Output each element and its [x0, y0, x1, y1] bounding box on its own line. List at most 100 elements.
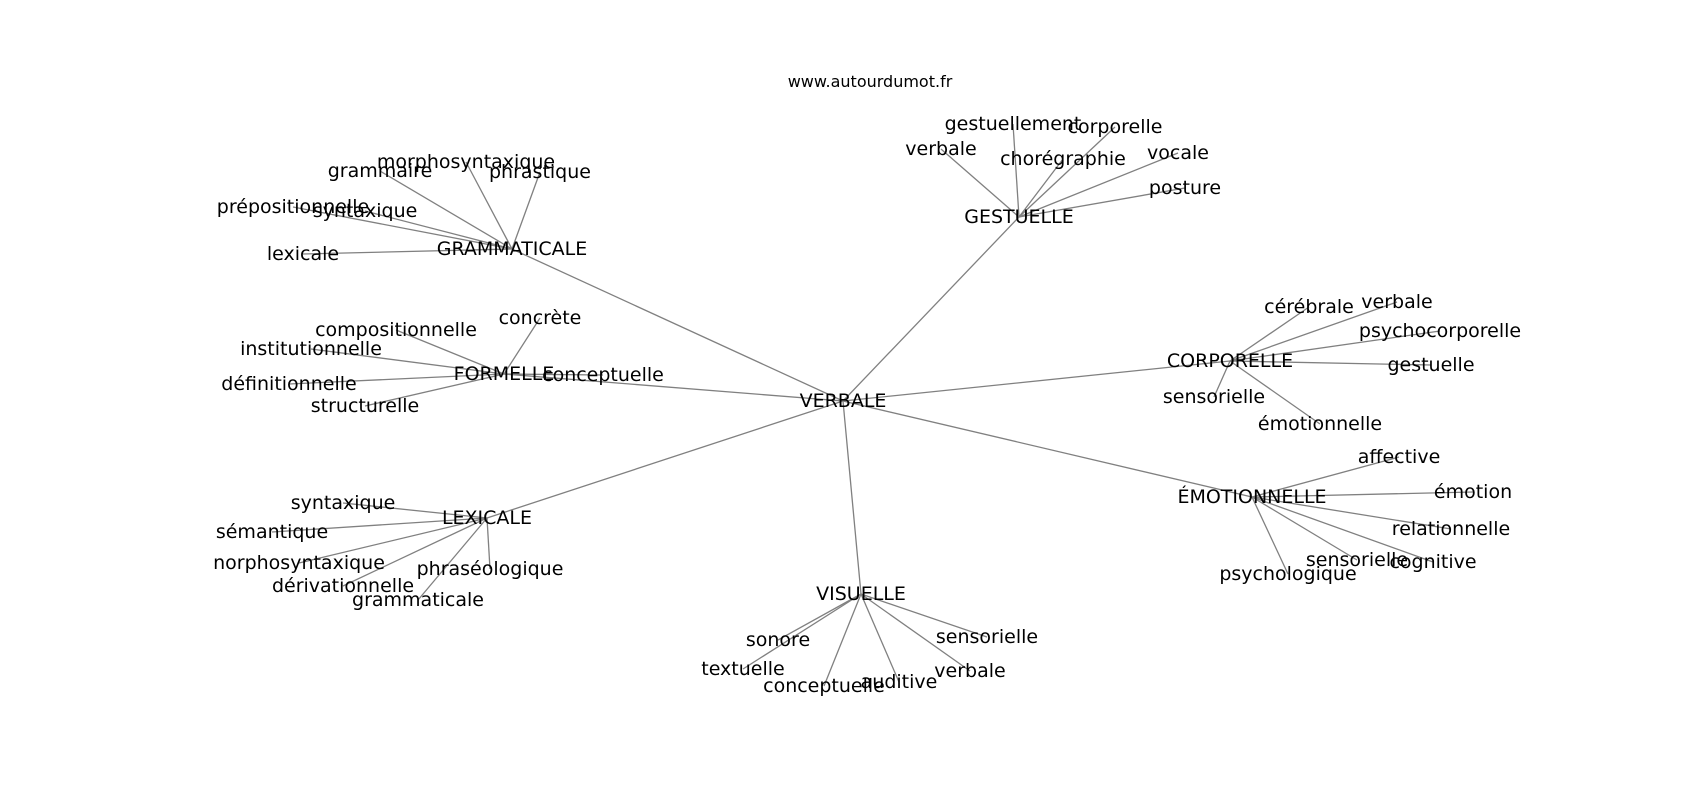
leaf-node-corporelle-2: psychocorporelle	[1359, 320, 1521, 342]
leaf-node-formelle-1: concrète	[499, 307, 582, 329]
edge-visuelle-leaf-2	[823, 593, 862, 687]
leaf-node-formelle-5: conceptuelle	[542, 364, 664, 386]
edge-visuelle-leaf-0	[777, 593, 862, 641]
hub-node-visuelle: VISUELLE	[816, 583, 906, 605]
leaf-node-grammaticale-3: prépositionnelle	[217, 196, 369, 218]
leaf-node-formelle-4: structurelle	[311, 395, 419, 417]
hub-node-lexicale: LEXICALE	[442, 507, 532, 529]
leaf-node-grammaticale-4: syntaxique	[313, 200, 418, 222]
leaf-node-gestuelle-1: gestuellement	[945, 113, 1082, 135]
edge-visuelle-leaf-3	[860, 593, 900, 683]
leaf-node-emotionnelle-5: psychologique	[1219, 563, 1356, 585]
leaf-node-gestuelle-3: chorégraphie	[1000, 148, 1126, 170]
leaf-node-grammaticale-2: phrastique	[489, 161, 591, 183]
edge-emotionnelle-leaf-3	[1251, 496, 1358, 561]
edge-grammaticale-leaf-3	[292, 206, 513, 250]
edge-gestuelle-leaf-3	[1018, 158, 1064, 218]
leaf-node-visuelle-5: sensorielle	[936, 626, 1038, 648]
leaf-node-formelle-3: définitionnelle	[221, 373, 356, 395]
edge-formelle-leaf-1	[503, 317, 541, 375]
edge-center-formelle	[503, 373, 844, 402]
leaf-node-visuelle-4: verbale	[934, 660, 1005, 682]
leaf-node-emotionnelle-0: affective	[1358, 446, 1441, 468]
edge-center-lexicale	[486, 400, 844, 519]
edge-emotionnelle-leaf-4	[1251, 496, 1434, 563]
leaf-node-lexicale-5: phraséologique	[417, 558, 564, 580]
edge-center-grammaticale	[511, 248, 844, 402]
edge-visuelle-leaf-5	[860, 593, 988, 638]
edge-formelle-leaf-2	[310, 348, 505, 375]
edge-gestuelle-leaf-4	[1018, 152, 1179, 218]
hub-node-gestuelle: GESTUELLE	[964, 206, 1073, 228]
leaf-node-gestuelle-2: corporelle	[1068, 116, 1163, 138]
leaf-node-corporelle-0: cérébrale	[1264, 296, 1354, 318]
leaf-node-gestuelle-4: vocale	[1147, 142, 1209, 164]
edge-emotionnelle-leaf-0	[1251, 456, 1400, 498]
leaf-node-grammaticale-1: morphosyntaxique	[377, 151, 555, 173]
edge-center-corporelle	[842, 360, 1231, 402]
edge-formelle-leaf-4	[364, 373, 505, 407]
edge-visuelle-leaf-1	[742, 593, 862, 670]
edge-corporelle-leaf-1	[1229, 301, 1398, 362]
leaf-node-formelle-0: compositionnelle	[315, 319, 477, 341]
edge-corporelle-leaf-3	[1229, 360, 1432, 366]
leaf-node-lexicale-1: sémantique	[216, 521, 328, 543]
edge-formelle-leaf-0	[395, 329, 505, 375]
edge-grammaticale-leaf-4	[364, 210, 513, 250]
center-node-label: VERBALE	[800, 390, 887, 412]
leaf-node-emotionnelle-3: sensorielle	[1306, 549, 1408, 571]
edge-emotionnelle-leaf-2	[1251, 496, 1452, 530]
edge-lexicale-leaf-5	[486, 517, 491, 570]
leaf-node-corporelle-3: gestuelle	[1387, 354, 1474, 376]
edge-grammaticale-leaf-0	[379, 170, 513, 250]
site-url: www.autourdumot.fr	[788, 72, 953, 91]
edge-lexicale-leaf-0	[342, 502, 488, 519]
hub-node-corporelle: CORPORELLE	[1167, 350, 1293, 372]
edge-corporelle-leaf-5	[1229, 360, 1321, 425]
edge-corporelle-leaf-4	[1213, 360, 1231, 398]
leaf-node-lexicale-4: grammaticale	[352, 589, 484, 611]
edges	[271, 123, 1474, 687]
edge-lexicale-leaf-3	[342, 517, 488, 587]
edge-gestuelle-leaf-2	[1018, 126, 1116, 218]
edge-formelle-leaf-3	[288, 373, 505, 385]
edge-lexicale-leaf-2	[298, 517, 488, 564]
edge-grammaticale-leaf-1	[465, 161, 513, 250]
leaf-node-emotionnelle-1: émotion	[1434, 481, 1512, 503]
edge-lexicale-leaf-1	[271, 517, 488, 533]
leaf-node-corporelle-4: sensorielle	[1163, 386, 1265, 408]
edge-center-gestuelle	[842, 216, 1020, 402]
leaf-node-emotionnelle-2: relationnelle	[1392, 518, 1510, 540]
edge-grammaticale-leaf-5	[302, 248, 513, 255]
leaf-node-emotionnelle-4: cognitive	[1389, 551, 1476, 573]
leaf-node-corporelle-5: émotionnelle	[1258, 413, 1382, 435]
hub-node-formelle: FORMELLE	[454, 363, 555, 385]
edge-formelle-leaf-5	[503, 373, 604, 376]
leaf-node-visuelle-2: conceptuelle	[763, 675, 885, 697]
edge-gestuelle-leaf-0	[940, 148, 1020, 218]
edge-center-emotionnelle	[842, 400, 1253, 498]
leaf-node-visuelle-3: auditive	[861, 671, 938, 693]
leaf-node-formelle-2: institutionnelle	[240, 338, 382, 360]
leaf-node-gestuelle-5: posture	[1149, 177, 1221, 199]
leaf-node-gestuelle-0: verbale	[905, 138, 976, 160]
hub-node-grammaticale: GRAMMATICALE	[437, 238, 588, 260]
hub-node-emotionnelle: ÉMOTIONNELLE	[1177, 485, 1326, 508]
leaf-node-visuelle-0: sonore	[746, 629, 810, 651]
edge-corporelle-leaf-2	[1229, 330, 1441, 362]
edge-gestuelle-leaf-1	[1012, 123, 1020, 218]
edge-visuelle-leaf-4	[860, 593, 971, 672]
leaf-node-lexicale-2: norphosyntaxique	[213, 552, 385, 574]
leaf-node-lexicale-0: syntaxique	[291, 492, 396, 514]
leaf-node-visuelle-1: textuelle	[701, 658, 784, 680]
edge-grammaticale-leaf-2	[511, 171, 541, 250]
edge-corporelle-leaf-0	[1229, 306, 1310, 362]
leaf-node-grammaticale-0: grammaire	[328, 160, 433, 182]
edge-center-visuelle	[842, 400, 862, 595]
node-labels: VERBALE GRAMMATICALE grammairemorphosyntax…	[213, 113, 1521, 697]
edge-emotionnelle-leaf-5	[1251, 496, 1289, 575]
leaf-node-grammaticale-5: lexicale	[267, 243, 339, 265]
edge-lexicale-leaf-4	[417, 517, 488, 601]
edge-emotionnelle-leaf-1	[1251, 491, 1474, 498]
